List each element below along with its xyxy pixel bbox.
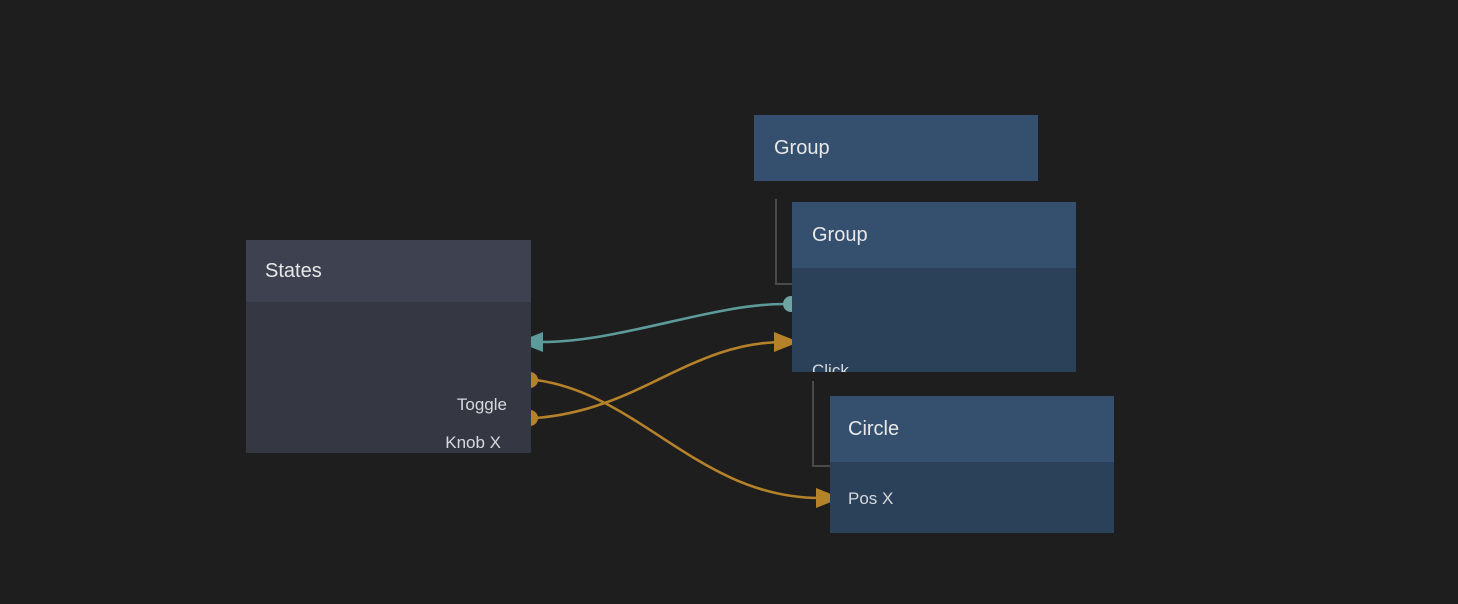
wire-knobx-to-posx [534, 378, 822, 500]
node-group-child[interactable]: Group Click Background Color [792, 202, 1076, 372]
wire-click-to-toggle [540, 302, 786, 344]
node-title-group-child: Group [812, 224, 868, 246]
port-row-toggle[interactable]: Toggle [457, 394, 507, 414]
port-row-click[interactable]: Click [812, 360, 849, 373]
tree-link-group-to-circle [812, 381, 830, 467]
node-title-states: States [265, 260, 322, 282]
tree-link-root-to-group [775, 199, 793, 285]
node-body-group-child: Click Background Color [792, 268, 1076, 372]
node-body-circle: Pos X [830, 462, 1114, 533]
node-header-circle[interactable]: Circle [830, 396, 1114, 462]
node-title-circle: Circle [848, 418, 900, 440]
node-circle[interactable]: Circle Pos X [830, 396, 1114, 533]
wire-bgcolor-to-bgcolor [534, 340, 786, 420]
port-row-pos-x[interactable]: Pos X [848, 488, 893, 508]
node-group-root[interactable]: Group [754, 115, 1038, 181]
port-label-click: Click [812, 360, 849, 373]
port-label-toggle: Toggle [456, 394, 507, 414]
node-title-group-root: Group [774, 137, 830, 159]
node-body-states: Toggle Knob X Background Color [246, 302, 531, 453]
node-header-group-child[interactable]: Group [792, 202, 1076, 268]
node-header-states[interactable]: States [246, 240, 531, 302]
port-label-pos-x: Pos X [848, 488, 894, 508]
port-label-knob-x: Knob X [445, 432, 501, 452]
node-states[interactable]: States Toggle Knob X Background Color [246, 240, 531, 453]
node-header-group-root[interactable]: Group [754, 115, 1038, 181]
port-row-knob-x[interactable]: Knob X [445, 432, 501, 452]
